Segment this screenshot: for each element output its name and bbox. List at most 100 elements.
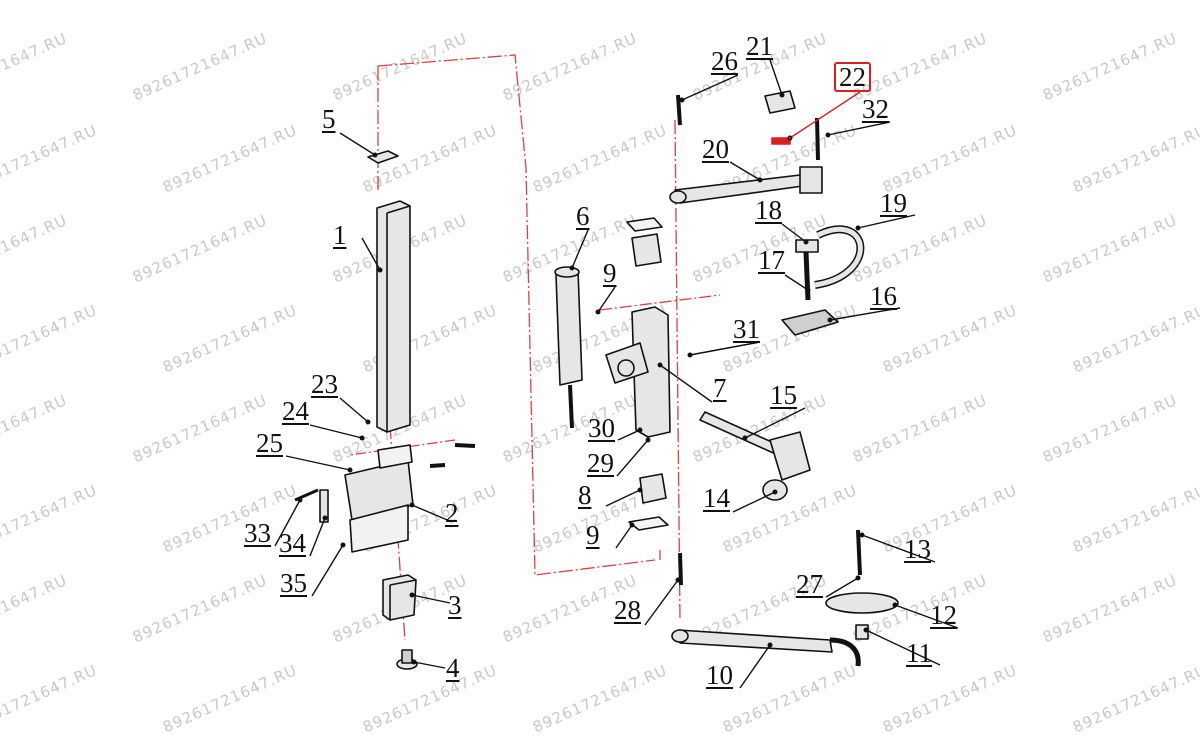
part-8-block-top [631, 233, 662, 267]
leader-arrow [767, 642, 773, 648]
leader-arrow [409, 502, 415, 508]
part-shapes [294, 90, 899, 670]
part-6-cylinder [555, 269, 583, 386]
leader-arrow [297, 497, 303, 503]
leader-line-25 [285, 455, 351, 471]
callout-15: 15 [770, 380, 797, 410]
leader-line-22 [789, 91, 861, 139]
leader-line-13 [861, 534, 936, 563]
callout-11: 11 [906, 638, 932, 668]
leader-line-21 [769, 59, 783, 96]
callout-35: 35 [280, 568, 307, 598]
leader-arrow [657, 362, 663, 368]
leader-arrow [772, 489, 778, 495]
leader-line-35 [311, 544, 344, 597]
leader-line-8 [605, 489, 641, 507]
leader-line-4 [413, 661, 446, 669]
diagram-canvas [274, 54, 959, 689]
callout-2: 2 [445, 498, 459, 528]
callout-22: 22 [834, 62, 871, 92]
part-13-pin [856, 529, 862, 576]
part-26-bolt [676, 94, 682, 126]
leader-arrow [322, 515, 328, 521]
leader-line-5 [339, 132, 376, 156]
part-32-bolt [815, 117, 820, 161]
leader-line-19 [857, 214, 916, 229]
callout-30: 30 [588, 413, 615, 443]
leader-line-6 [571, 229, 589, 269]
leader-line-28 [644, 579, 679, 626]
part-12-disc [825, 592, 899, 614]
leader-line-18 [781, 223, 807, 243]
part-28-screw [678, 552, 683, 586]
callout-20: 20 [702, 134, 729, 164]
leader-line-23 [339, 397, 369, 423]
leader-arrow [675, 577, 681, 583]
callout-23: 23 [311, 369, 338, 399]
leader-arrow [687, 352, 693, 358]
leader-line-30 [617, 429, 641, 441]
leader-arrow [892, 602, 898, 608]
leader-line-10 [739, 644, 771, 689]
leader-line-7 [659, 364, 713, 403]
leader-line-9 [615, 524, 633, 549]
callout-31: 31 [733, 314, 760, 344]
leader-line-12 [894, 604, 959, 629]
leader-arrow [679, 97, 685, 103]
callout-16: 16 [870, 281, 897, 311]
callout-29: 29 [587, 448, 614, 478]
callout-14: 14 [703, 483, 730, 513]
callout-6: 6 [576, 201, 590, 231]
leader-line-31 [689, 341, 761, 356]
leader-arrow [629, 522, 635, 528]
leader-line-32 [827, 121, 891, 136]
callout-21: 21 [746, 31, 773, 61]
callout-3: 3 [448, 590, 462, 620]
callout-32: 32 [862, 94, 889, 124]
callout-27: 27 [796, 569, 823, 599]
leader-arrow [805, 287, 811, 293]
leader-arrow [365, 419, 371, 425]
leader-arrow [779, 92, 785, 98]
leader-arrow [411, 659, 417, 665]
part-22-pin [771, 137, 791, 145]
leader-line-34 [309, 517, 326, 557]
part-10-lower-arm [677, 629, 833, 653]
leader-arrow [569, 265, 575, 271]
leader-line-14 [732, 491, 776, 513]
leader-arrow [595, 309, 601, 315]
leader-arrow [757, 177, 763, 183]
leader-arrow [377, 267, 383, 273]
leader-line-20 [729, 161, 761, 181]
callout-26: 26 [711, 46, 738, 76]
leader-lines [274, 59, 959, 689]
leader-arrow [863, 627, 869, 633]
callout-10: 10 [706, 660, 733, 690]
part-5-cap [367, 150, 399, 164]
leader-arrow [827, 317, 833, 323]
callout-9: 9 [603, 258, 617, 288]
leader-arrow [855, 225, 861, 231]
leader-arrow [859, 532, 865, 538]
leader-line-9 [597, 286, 616, 313]
leader-arrow [637, 427, 643, 433]
callout-25: 25 [256, 428, 283, 458]
callout-28: 28 [614, 595, 641, 625]
callout-12: 12 [930, 600, 957, 630]
leader-arrow [803, 239, 809, 245]
leader-arrow [340, 542, 346, 548]
leader-arrow [372, 152, 378, 158]
callout-13: 13 [904, 534, 931, 564]
part-1-column [376, 200, 411, 433]
leader-line-1 [361, 237, 381, 271]
leader-arrow [347, 467, 353, 473]
leader-arrow [742, 435, 748, 441]
callout-18: 18 [755, 195, 782, 225]
callout-1: 1 [333, 220, 347, 250]
leader-line-29 [616, 439, 649, 477]
part-3-base-block [382, 574, 417, 621]
leader-arrow [637, 487, 643, 493]
leader-line-16 [829, 307, 901, 321]
leader-line-2 [411, 504, 453, 523]
